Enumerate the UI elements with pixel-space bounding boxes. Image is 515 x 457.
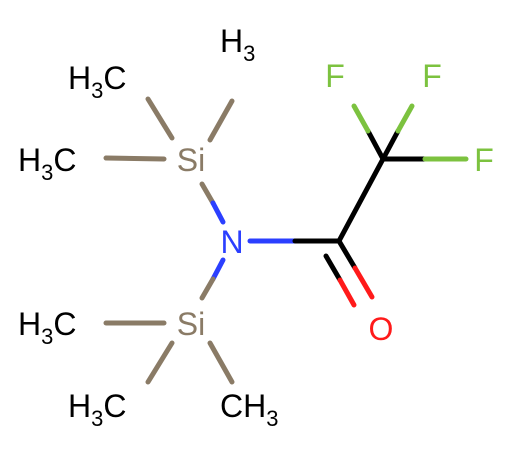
bond-si-top-ch3-upleft [145,96,175,141]
methyl-si-bottom-downleft: H3C [68,388,126,431]
methyl-si-top-left: H3C [18,142,76,185]
methyl-si-top-up: H3 [220,23,255,66]
bond-n-si-bottom-a [210,257,226,282]
bond-c-o-2a [323,253,343,283]
bond-si-top-ch3-left [103,155,167,162]
bonds [103,96,469,385]
atom-si-bottom: Si [177,306,205,342]
atom-f-right: F [474,142,494,178]
methyl-si-bottom-left: H3C [18,306,76,349]
methyl-si-bottom-downright: CH3 [220,388,278,431]
atom-n: N [220,224,243,260]
bond-si-bottom-ch3-downleft [145,340,175,385]
bond-c-o-1a [336,238,358,271]
bond-cf3-f-left-b [351,103,371,134]
atom-f-left: F [325,58,345,94]
bond-c-o-2b [337,277,357,308]
bond-si-top-n-a [199,181,216,206]
bond-cf3-f-top-b [395,103,415,134]
atom-si-top: Si [177,142,205,178]
bond-cf3-f-left-a [365,128,386,162]
atom-f-top: F [422,58,442,94]
bond-si-top-n-b [210,200,226,225]
methyl-si-top-upleft: H3C [68,60,126,103]
atom-o: O [369,311,394,347]
bond-c-o-1b [352,265,375,300]
bond-si-bottom-ch3-downright [207,340,235,385]
bond-n-si-bottom-b [199,276,216,301]
bond-cf3-f-top-a [380,128,401,162]
bond-c-cf3 [336,156,386,244]
atom-labels: Si Si N O F F F H3 H3C H3C H3C H3C CH3 [18,23,494,431]
bond-si-top-ch3-top [207,98,235,143]
